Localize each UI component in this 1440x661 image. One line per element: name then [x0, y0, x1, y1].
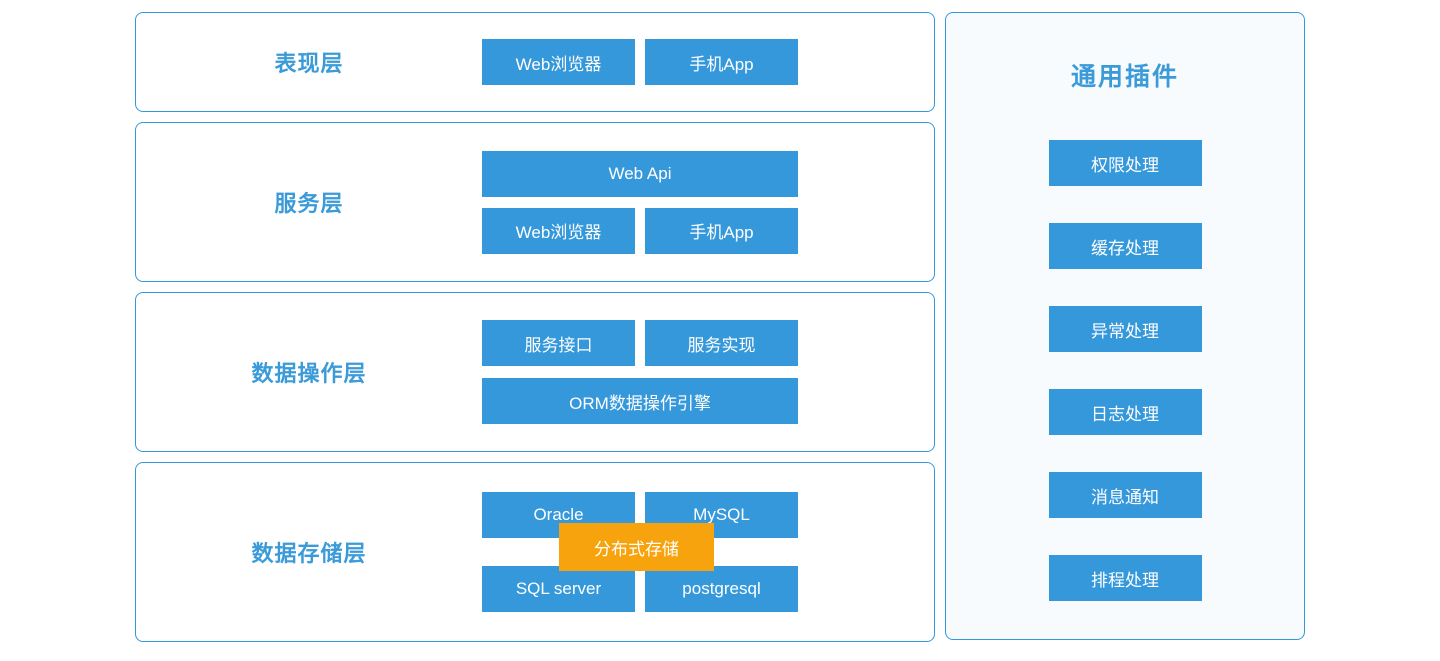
node-service-implementation: 服务实现	[645, 320, 798, 366]
plugin-item-cache: 缓存处理	[1048, 223, 1202, 269]
node-oracle: Oracle	[482, 492, 635, 538]
node-web-browser: Web浏览器	[482, 39, 635, 85]
node-mobile-app: 手机App	[645, 207, 798, 254]
layer-content: Web Api Web浏览器 手机App	[482, 123, 798, 281]
node-distributed-storage: 分布式存储	[559, 523, 714, 571]
plugins-panel: 通用插件 权限处理 缓存处理 异常处理 日志处理 消息通知 排程处理	[945, 12, 1305, 640]
node-row: Web浏览器 手机App	[482, 39, 798, 85]
layer-title-presentation: 表现层	[274, 51, 344, 76]
plugin-item-message-notification: 消息通知	[1048, 472, 1202, 518]
node-postgresql: postgresql	[645, 566, 798, 612]
layer-title-service: 服务层	[274, 191, 344, 216]
node-orm-engine: ORM数据操作引擎	[482, 378, 798, 424]
plugin-item-permission: 权限处理	[1048, 140, 1202, 186]
layer-content: 服务接口 服务实现 ORM数据操作引擎	[482, 293, 798, 451]
layer-box-presentation: 表现层 Web浏览器 手机App	[135, 12, 935, 112]
layers-column: 表现层 Web浏览器 手机App 服务层 Web Api Web浏览器 手机Ap…	[135, 12, 935, 642]
node-row: 服务接口 服务实现	[482, 320, 798, 366]
plugin-item-scheduling: 排程处理	[1048, 555, 1202, 601]
plugin-item-exception: 异常处理	[1048, 306, 1202, 352]
node-sql-server: SQL server	[482, 566, 635, 612]
node-row: SQL server postgresql	[482, 566, 798, 612]
layer-title-data-storage: 数据存储层	[251, 541, 367, 566]
layer-box-data-operation: 数据操作层 服务接口 服务实现 ORM数据操作引擎	[135, 292, 935, 452]
layer-title-data-operation: 数据操作层	[251, 361, 367, 386]
node-web-browser: Web浏览器	[482, 207, 635, 254]
layer-box-data-storage: 数据存储层 Oracle MySQL SQL server postgresql…	[135, 462, 935, 642]
node-row: Web浏览器 手机App	[482, 207, 798, 254]
layer-content: Web浏览器 手机App	[482, 13, 798, 111]
plugins-panel-title: 通用插件	[1070, 63, 1179, 91]
node-service-interface: 服务接口	[482, 320, 635, 366]
plugin-item-logging: 日志处理	[1048, 389, 1202, 435]
node-mobile-app: 手机App	[645, 39, 798, 85]
node-web-api: Web Api	[482, 150, 798, 197]
layer-box-service: 服务层 Web Api Web浏览器 手机App	[135, 122, 935, 282]
